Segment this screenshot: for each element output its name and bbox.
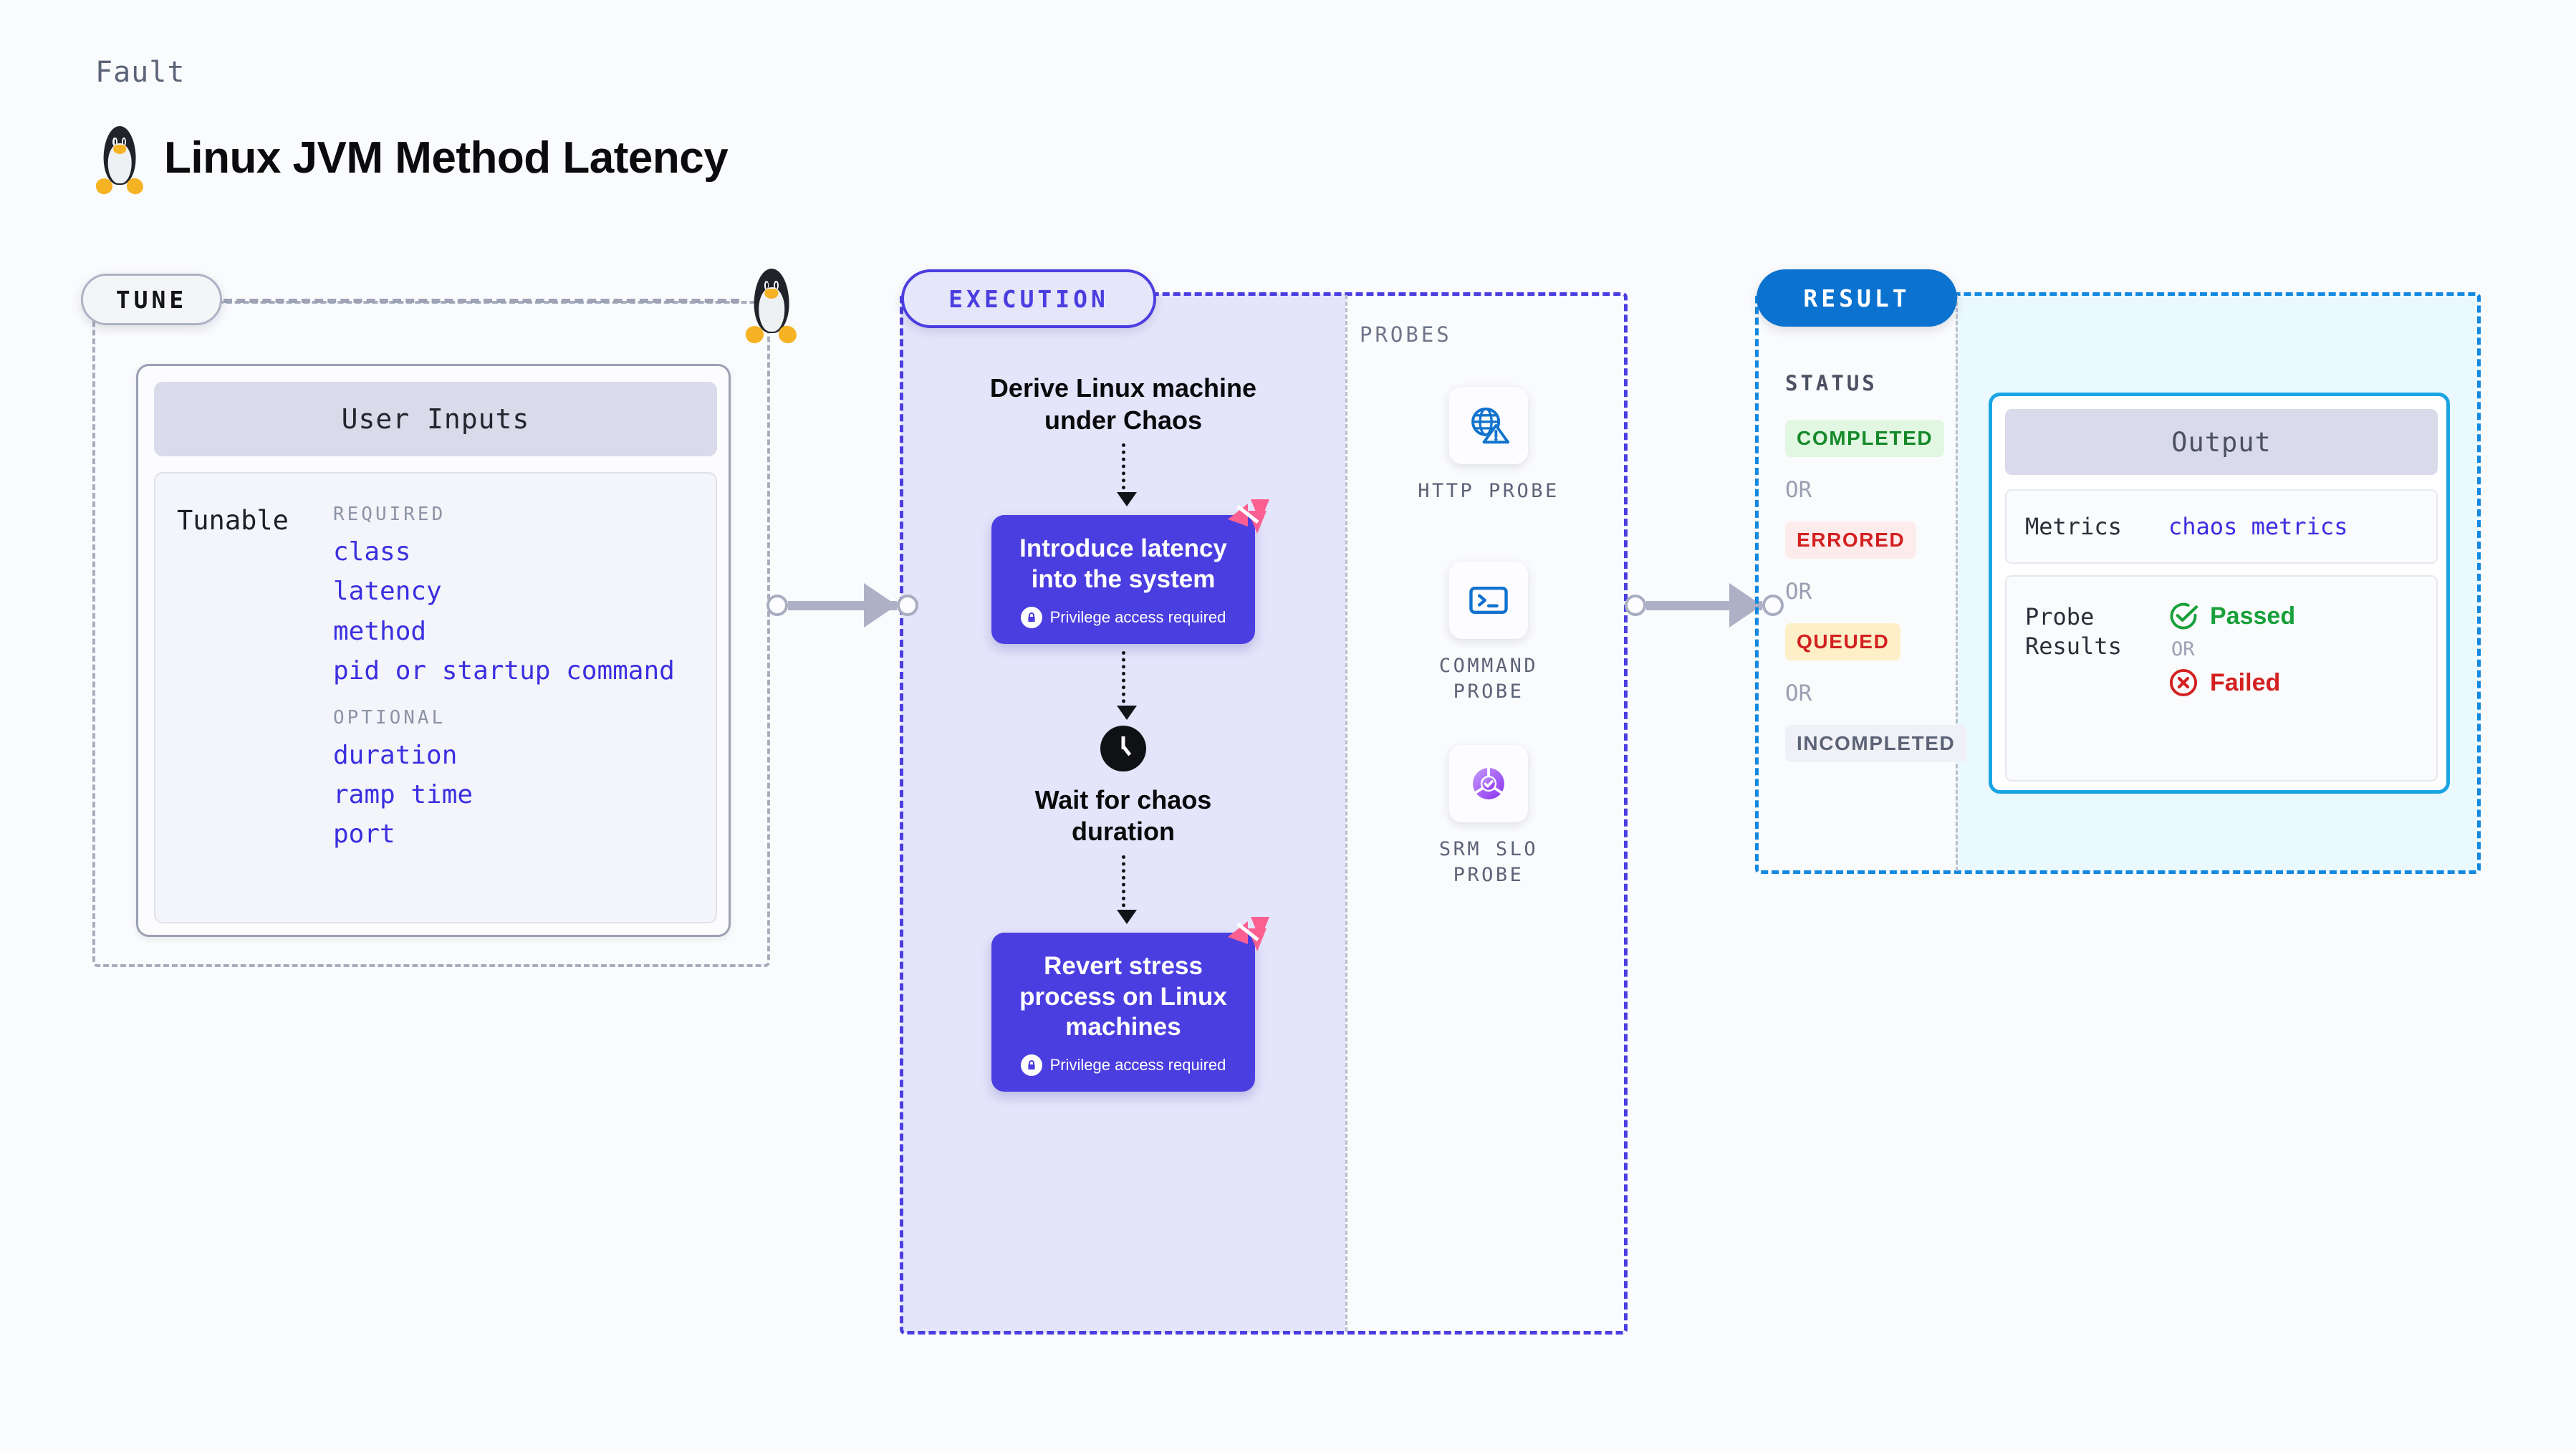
status-label: STATUS <box>1785 371 1878 395</box>
terminal-prompt-icon <box>1469 587 1508 614</box>
stage-pill-tune[interactable]: TUNE <box>81 274 222 325</box>
output-metrics-row: Metrics chaos metrics <box>2005 489 2438 564</box>
status-badge-queued: QUEUED <box>1785 623 1901 660</box>
probes-label: PROBES <box>1360 322 1452 347</box>
stage-pill-execution[interactable]: EXECUTION <box>901 269 1156 328</box>
connector-arrowhead <box>864 583 897 628</box>
stage-pill-result[interactable]: RESULT <box>1756 269 1957 327</box>
or-label: OR <box>2171 638 2195 660</box>
execution-flow: Derive Linux machine under Chaos Introdu… <box>901 372 1345 1092</box>
tunable-box: Tunable REQUIRED class latency method pi… <box>154 472 717 923</box>
metrics-key: Metrics <box>2025 512 2122 540</box>
tune-connector-dashed-line <box>224 299 739 303</box>
probe-results-key: Probe Results <box>2025 603 2122 660</box>
tunable-item[interactable]: method <box>333 616 427 646</box>
flow-arrow <box>1116 855 1137 924</box>
flow-step-introduce-latency[interactable]: Introduce latency into the system Privil… <box>991 499 1269 644</box>
x-circle-icon <box>2169 668 2198 697</box>
tune-card: User Inputs Tunable REQUIRED class laten… <box>136 364 731 937</box>
probe-tile <box>1449 745 1528 822</box>
probe-results-values: Passed OR Failed <box>2168 601 2295 780</box>
flow-step-revert-stress[interactable]: Revert stress process on Linux machines … <box>991 916 1269 1092</box>
tunable-item[interactable]: ramp time <box>333 779 474 809</box>
failed-label: Failed <box>2210 668 2281 696</box>
result-region <box>1755 292 2481 874</box>
harness-corner-badge-icon <box>1228 499 1269 534</box>
or-label: OR <box>1785 681 1812 706</box>
execution-region <box>900 292 1628 1335</box>
page-title: Linux JVM Method Latency <box>164 133 729 183</box>
connector-knob <box>1762 595 1784 616</box>
probe-label: SRM SLO PROBE <box>1438 838 1539 887</box>
user-inputs-header: User Inputs <box>154 382 717 456</box>
linux-penguin-icon-connector <box>744 264 799 346</box>
privilege-note-text: Privilege access required <box>1049 607 1226 626</box>
probe-label: COMMAND PROBE <box>1438 655 1539 703</box>
probe-label: HTTP PROBE <box>1418 480 1559 502</box>
tunable-label: Tunable <box>177 505 289 536</box>
connector-knob <box>766 595 788 616</box>
fault-kicker: Fault <box>95 56 186 89</box>
tunable-item[interactable]: duration <box>333 740 458 770</box>
action-title: Introduce latency into the system <box>1019 534 1227 593</box>
probes-divider <box>1345 295 1347 1332</box>
output-header: Output <box>2005 409 2438 475</box>
connector-knob <box>1625 595 1646 616</box>
or-label: OR <box>1785 579 1812 605</box>
group-heading-required: REQUIRED <box>333 504 446 525</box>
result-divider <box>1956 295 1958 871</box>
probe-command[interactable]: COMMAND PROBE <box>1403 562 1575 706</box>
fault-title-row: Linux JVM Method Latency <box>94 122 729 196</box>
status-badge-errored: ERRORED <box>1785 521 1917 559</box>
metrics-value-link[interactable]: chaos metrics <box>2168 513 2348 540</box>
privilege-note: Privilege access required <box>1006 1054 1241 1076</box>
flow-step-derive-machine: Derive Linux machine under Chaos <box>989 373 1257 435</box>
tunable-list: REQUIRED class latency method pid or sta… <box>333 488 706 855</box>
check-circle-icon <box>2170 602 2198 630</box>
tunable-item[interactable]: pid or startup command <box>333 656 675 686</box>
passed-label: Passed <box>2210 602 2296 630</box>
output-probe-results-row: Probe Results Passed OR Failed <box>2005 575 2438 782</box>
slo-donut-check-icon <box>1473 764 1504 799</box>
privilege-note: Privilege access required <box>1006 606 1241 628</box>
probe-tile <box>1449 562 1528 639</box>
probe-tile <box>1449 387 1528 464</box>
probe-srm-slo[interactable]: SRM SLO PROBE <box>1403 745 1575 889</box>
status-badge-completed: COMPLETED <box>1785 420 1945 457</box>
output-card: Output Metrics chaos metrics Probe Resul… <box>1989 393 2450 794</box>
harness-corner-badge-icon <box>1228 916 1269 951</box>
linux-penguin-icon <box>94 122 145 196</box>
status-badge-incompleted: INCOMPLETED <box>1785 725 1967 762</box>
lock-icon <box>1020 606 1042 628</box>
or-label: OR <box>1785 477 1812 503</box>
probe-http[interactable]: HTTP PROBE <box>1403 387 1575 504</box>
flow-step-wait-duration: Wait for chaos duration <box>1034 784 1212 847</box>
privilege-note-text: Privilege access required <box>1049 1055 1226 1074</box>
flow-arrow <box>1116 650 1137 720</box>
globe-warning-icon <box>1471 407 1510 444</box>
action-title: Revert stress process on Linux machines <box>1019 951 1227 1042</box>
probe-result-passed: Passed <box>2168 601 2295 631</box>
probe-result-failed: Failed <box>2168 668 2295 698</box>
clock-icon <box>1100 725 1146 771</box>
lock-icon <box>1020 1054 1042 1076</box>
group-heading-optional: OPTIONAL <box>333 706 446 729</box>
flow-arrow <box>1116 443 1137 507</box>
tunable-item[interactable]: class <box>333 537 411 567</box>
connector-knob <box>897 595 918 616</box>
tunable-item[interactable]: port <box>333 819 395 850</box>
connector-tune-to-execution <box>766 583 918 628</box>
tunable-item[interactable]: latency <box>333 577 442 607</box>
